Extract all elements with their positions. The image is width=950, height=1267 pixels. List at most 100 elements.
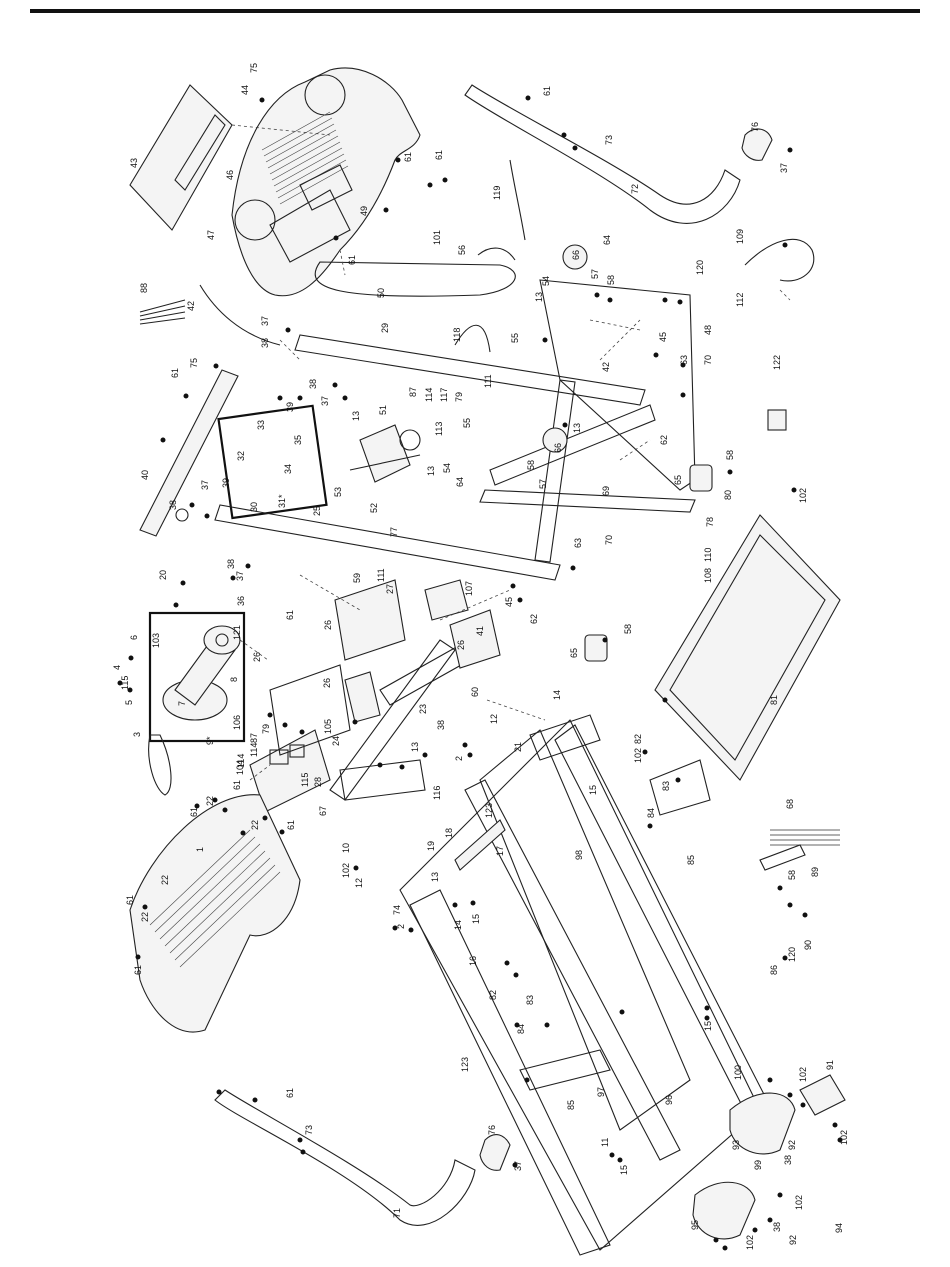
callout-c78: 78 [705, 517, 715, 527]
callout-c96: 96 [664, 1095, 674, 1105]
callout-c37f: 37 [779, 163, 789, 173]
callout-c100: 100 [733, 1065, 743, 1080]
callout-c42a: 42 [186, 301, 196, 311]
callout-c25: 25 [312, 506, 322, 516]
callout-c37b: 37 [320, 396, 330, 406]
assembly-lines [231, 124, 791, 781]
callout-c114a: 114 [424, 388, 434, 402]
callout-c79a: 79 [454, 392, 464, 402]
callout-c13f: 13 [430, 872, 440, 882]
callout-c109: 109 [735, 229, 745, 244]
base-pan [654, 514, 841, 781]
callout-c38g: 38 [772, 1222, 782, 1232]
callout-c114c: 114 [236, 754, 246, 768]
callout-c62a: 62 [659, 435, 669, 445]
callout-c26a: 26 [323, 620, 333, 630]
callout-c42b: 42 [601, 362, 611, 372]
callout-c30: 30 [249, 502, 259, 512]
callout-c55a: 55 [510, 333, 520, 343]
callout-c44: 44 [240, 85, 250, 95]
callout-c58c: 58 [725, 450, 735, 460]
hardware-dots [117, 95, 843, 1251]
callout-c58b: 58 [526, 460, 536, 470]
callout-c53: 53 [333, 487, 343, 497]
incline-motor [349, 424, 421, 483]
console-overlay [129, 84, 233, 231]
callout-c71: 71 [392, 1208, 402, 1218]
console-base [231, 67, 421, 297]
rear-roller [529, 714, 601, 761]
callout-c23: 23 [418, 704, 428, 714]
step-rail-right [649, 759, 711, 816]
callout-c102e: 102 [839, 1130, 849, 1145]
callout-c70b: 70 [604, 535, 614, 545]
callout-c61e: 61 [170, 368, 180, 378]
callout-c65a: 65 [673, 475, 683, 485]
drive-motor [162, 625, 241, 721]
callout-c4: 4 [112, 665, 122, 670]
callout-c103: 103 [151, 633, 161, 648]
callout-c120b: 120 [787, 947, 797, 962]
callout-c40: 40 [140, 470, 150, 480]
callout-c102g: 102 [745, 1235, 755, 1250]
callout-c84a: 84 [646, 808, 656, 818]
callout-c39a: 39 [285, 402, 295, 412]
callout-c82b: 82 [488, 990, 498, 1000]
callout-c122: 122 [772, 355, 782, 370]
callout-box-motor-assembly [148, 611, 246, 743]
callout-c37a: 37 [260, 316, 270, 326]
callout-c61a: 61 [403, 152, 413, 162]
callout-c81: 81 [769, 695, 779, 705]
callout-c22d: 22 [140, 912, 150, 922]
callout-c92b: 92 [788, 1235, 798, 1245]
motor-mount [334, 579, 406, 661]
callout-c64b: 64 [455, 477, 465, 487]
callout-c95: 95 [690, 1220, 700, 1230]
wire-harnesses [139, 159, 526, 353]
frame-base-assembly [329, 639, 471, 801]
callout-c66a: 66 [571, 250, 581, 260]
callout-c61c: 61 [347, 255, 357, 265]
walking-deck [399, 719, 773, 1256]
callout-c102a: 102 [798, 488, 808, 503]
callout-c2b: 2 [396, 924, 406, 929]
callout-c111b: 111 [376, 568, 386, 582]
callout-c74: 74 [392, 905, 402, 915]
callout-c98: 98 [574, 850, 584, 860]
front-roller-pulley [454, 819, 506, 871]
callout-c112: 112 [735, 293, 745, 307]
callout-c63a: 63 [679, 355, 689, 365]
callout-c83a: 83 [661, 781, 671, 791]
wheel-upper [562, 244, 588, 270]
callout-c28: 28 [313, 777, 323, 787]
callout-c67: 67 [318, 806, 328, 816]
callout-c58e: 58 [787, 870, 797, 880]
callout-c17: 17 [495, 846, 505, 856]
callout-c9: 9* [205, 736, 215, 745]
callout-c22b: 22 [250, 820, 260, 830]
callout-c34: 34 [283, 464, 293, 474]
callout-c84b: 84 [516, 1024, 526, 1034]
wheel-lower [542, 427, 568, 453]
step-rail-left [519, 1049, 611, 1091]
callout-c38e: 38 [436, 720, 446, 730]
callout-c6: 6 [129, 635, 139, 640]
callout-c115b: 115 [300, 773, 310, 787]
callout-c90: 90 [803, 940, 813, 950]
callout-c38b: 38 [308, 379, 318, 389]
callout-c37e: 37 [513, 1161, 523, 1171]
callout-c65b: 65 [569, 648, 579, 658]
callout-c73b: 73 [304, 1125, 314, 1135]
choke [344, 671, 381, 723]
callout-c57b: 57 [538, 479, 548, 489]
callout-c75b: 75 [189, 358, 199, 368]
callout-c94: 94 [834, 1223, 844, 1233]
callout-c69: 69 [601, 486, 611, 496]
callout-c8: 8 [229, 677, 239, 682]
callout-c33: 33 [256, 420, 266, 430]
callout-c64a: 64 [602, 235, 612, 245]
callout-box-incline-assembly [217, 404, 328, 520]
callout-c15d: 15 [619, 1165, 629, 1175]
callout-c102b: 102 [633, 748, 643, 763]
